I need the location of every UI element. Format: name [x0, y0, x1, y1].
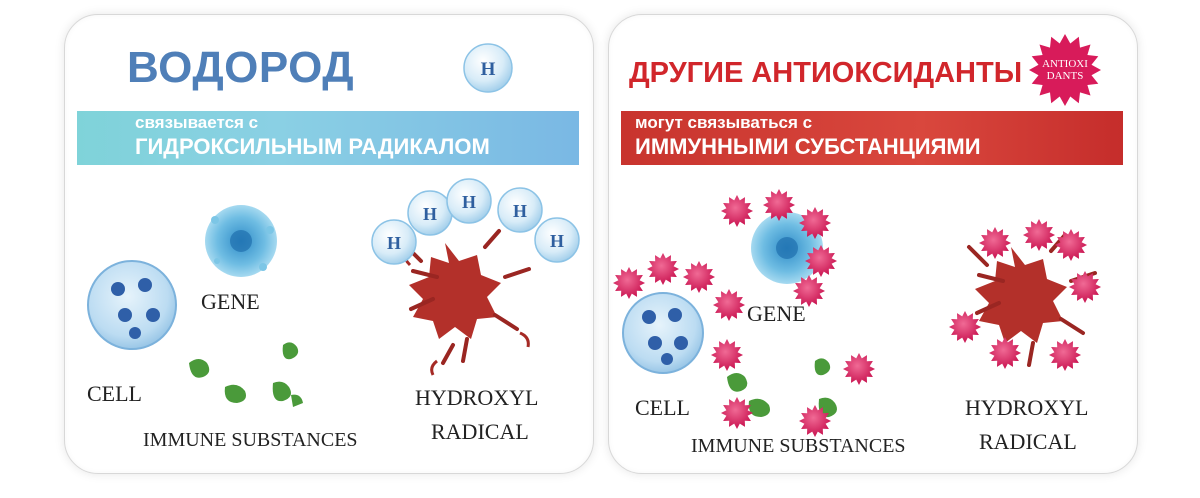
hydrogen-molecule-icon: H [534, 217, 580, 263]
antioxidant-molecule-icon [647, 253, 679, 285]
immune-substances-label: IMMUNE SUBSTANCES [691, 435, 906, 457]
antioxidants-banner-line1: могут связываться с [635, 113, 813, 132]
hydrogen-badge-text: H [481, 59, 496, 80]
antioxidant-molecule-icon [1049, 339, 1081, 371]
gene-label: GENE [201, 289, 260, 314]
hydrogen-molecule-icon: H [371, 219, 417, 265]
antioxidant-molecule-icon [613, 267, 645, 299]
antioxidant-molecules-group [613, 189, 1101, 437]
hydrogen-diagram: H [87, 43, 580, 407]
antioxidant-molecule-icon [711, 339, 743, 371]
radical-label: RADICAL [979, 429, 1077, 454]
antioxidant-molecule-icon [763, 189, 795, 221]
antioxidant-molecule-icon [989, 337, 1021, 369]
svg-text:H: H [423, 204, 437, 224]
gene-label: GENE [747, 301, 806, 326]
antioxidant-molecule-icon [799, 405, 831, 437]
antioxidant-molecule-icon [1069, 271, 1101, 303]
antioxidant-molecule-icon [1055, 229, 1087, 261]
svg-text:H: H [513, 201, 527, 221]
cell-label: CELL [635, 395, 690, 420]
antioxidant-molecule-icon [713, 289, 745, 321]
antioxidants-title: ДРУГИЕ АНТИОКСИДАНТЫ [629, 57, 1023, 89]
antioxidant-molecule-icon [799, 207, 831, 239]
hydrogen-banner: связывается с ГИДРОКСИЛЬНЫМ РАДИКАЛОМ [77, 111, 579, 165]
immune-substance-icon [727, 358, 837, 418]
antioxidant-molecule-icon [843, 353, 875, 385]
gene-icon [205, 205, 277, 277]
antioxidant-molecule-icon [683, 261, 715, 293]
antioxidant-molecule-icon [721, 397, 753, 429]
hydrogen-molecules-group: H H H H H [371, 178, 580, 265]
antioxidants-banner: могут связываться с ИММУННЫМИ СУБСТАНЦИЯ… [621, 111, 1123, 165]
cell-icon [87, 260, 177, 350]
antioxidants-badge-line1: ANTIOXI [1042, 58, 1088, 70]
antioxidant-molecule-icon [979, 227, 1011, 259]
hydrogen-molecule-icon: H [446, 178, 492, 224]
antioxidants-badge-line2: DANTS [1047, 70, 1084, 82]
antioxidant-molecule-icon [721, 195, 753, 227]
radical-label: RADICAL [431, 419, 529, 444]
antioxidant-molecule-icon [805, 245, 837, 277]
hydroxyl-label: HYDROXYL [965, 395, 1089, 420]
hydrogen-banner-line1: связывается с [135, 113, 259, 132]
hydrogen-panel: ВОДОРОД связывается с ГИДРОКСИЛЬНЫМ РАДИ… [64, 14, 594, 474]
antioxidants-badge-icon: ANTIOXI DANTS [1029, 34, 1101, 106]
svg-text:H: H [462, 192, 476, 212]
antioxidants-banner-line2: ИММУННЫМИ СУБСТАНЦИЯМИ [635, 134, 981, 159]
hydrogen-molecule-icon: H [497, 187, 543, 233]
antioxidant-molecule-icon [1023, 219, 1055, 251]
immune-substance-icon [189, 342, 303, 407]
hydrogen-badge-icon: H [463, 43, 513, 93]
hydroxyl-radical-icon [401, 229, 531, 376]
svg-text:H: H [387, 233, 401, 253]
cell-icon [622, 292, 704, 374]
antioxidants-panel: ДРУГИЕ АНТИОКСИДАНТЫ могут связываться с… [608, 14, 1138, 474]
immune-substances-label: IMMUNE SUBSTANCES [143, 429, 358, 451]
hydroxyl-radical-icon [967, 233, 1097, 367]
hydroxyl-label: HYDROXYL [415, 385, 539, 410]
antioxidant-molecule-icon [793, 275, 825, 307]
antioxidants-diagram: ANTIOXI DANTS [613, 34, 1101, 437]
hydrogen-molecule-icon: H [407, 190, 453, 236]
hydrogen-title: ВОДОРОД [127, 43, 355, 92]
cell-label: CELL [87, 381, 142, 406]
hydrogen-banner-line2: ГИДРОКСИЛЬНЫМ РАДИКАЛОМ [135, 134, 490, 159]
svg-text:H: H [550, 231, 564, 251]
antioxidant-molecule-icon [949, 311, 981, 343]
